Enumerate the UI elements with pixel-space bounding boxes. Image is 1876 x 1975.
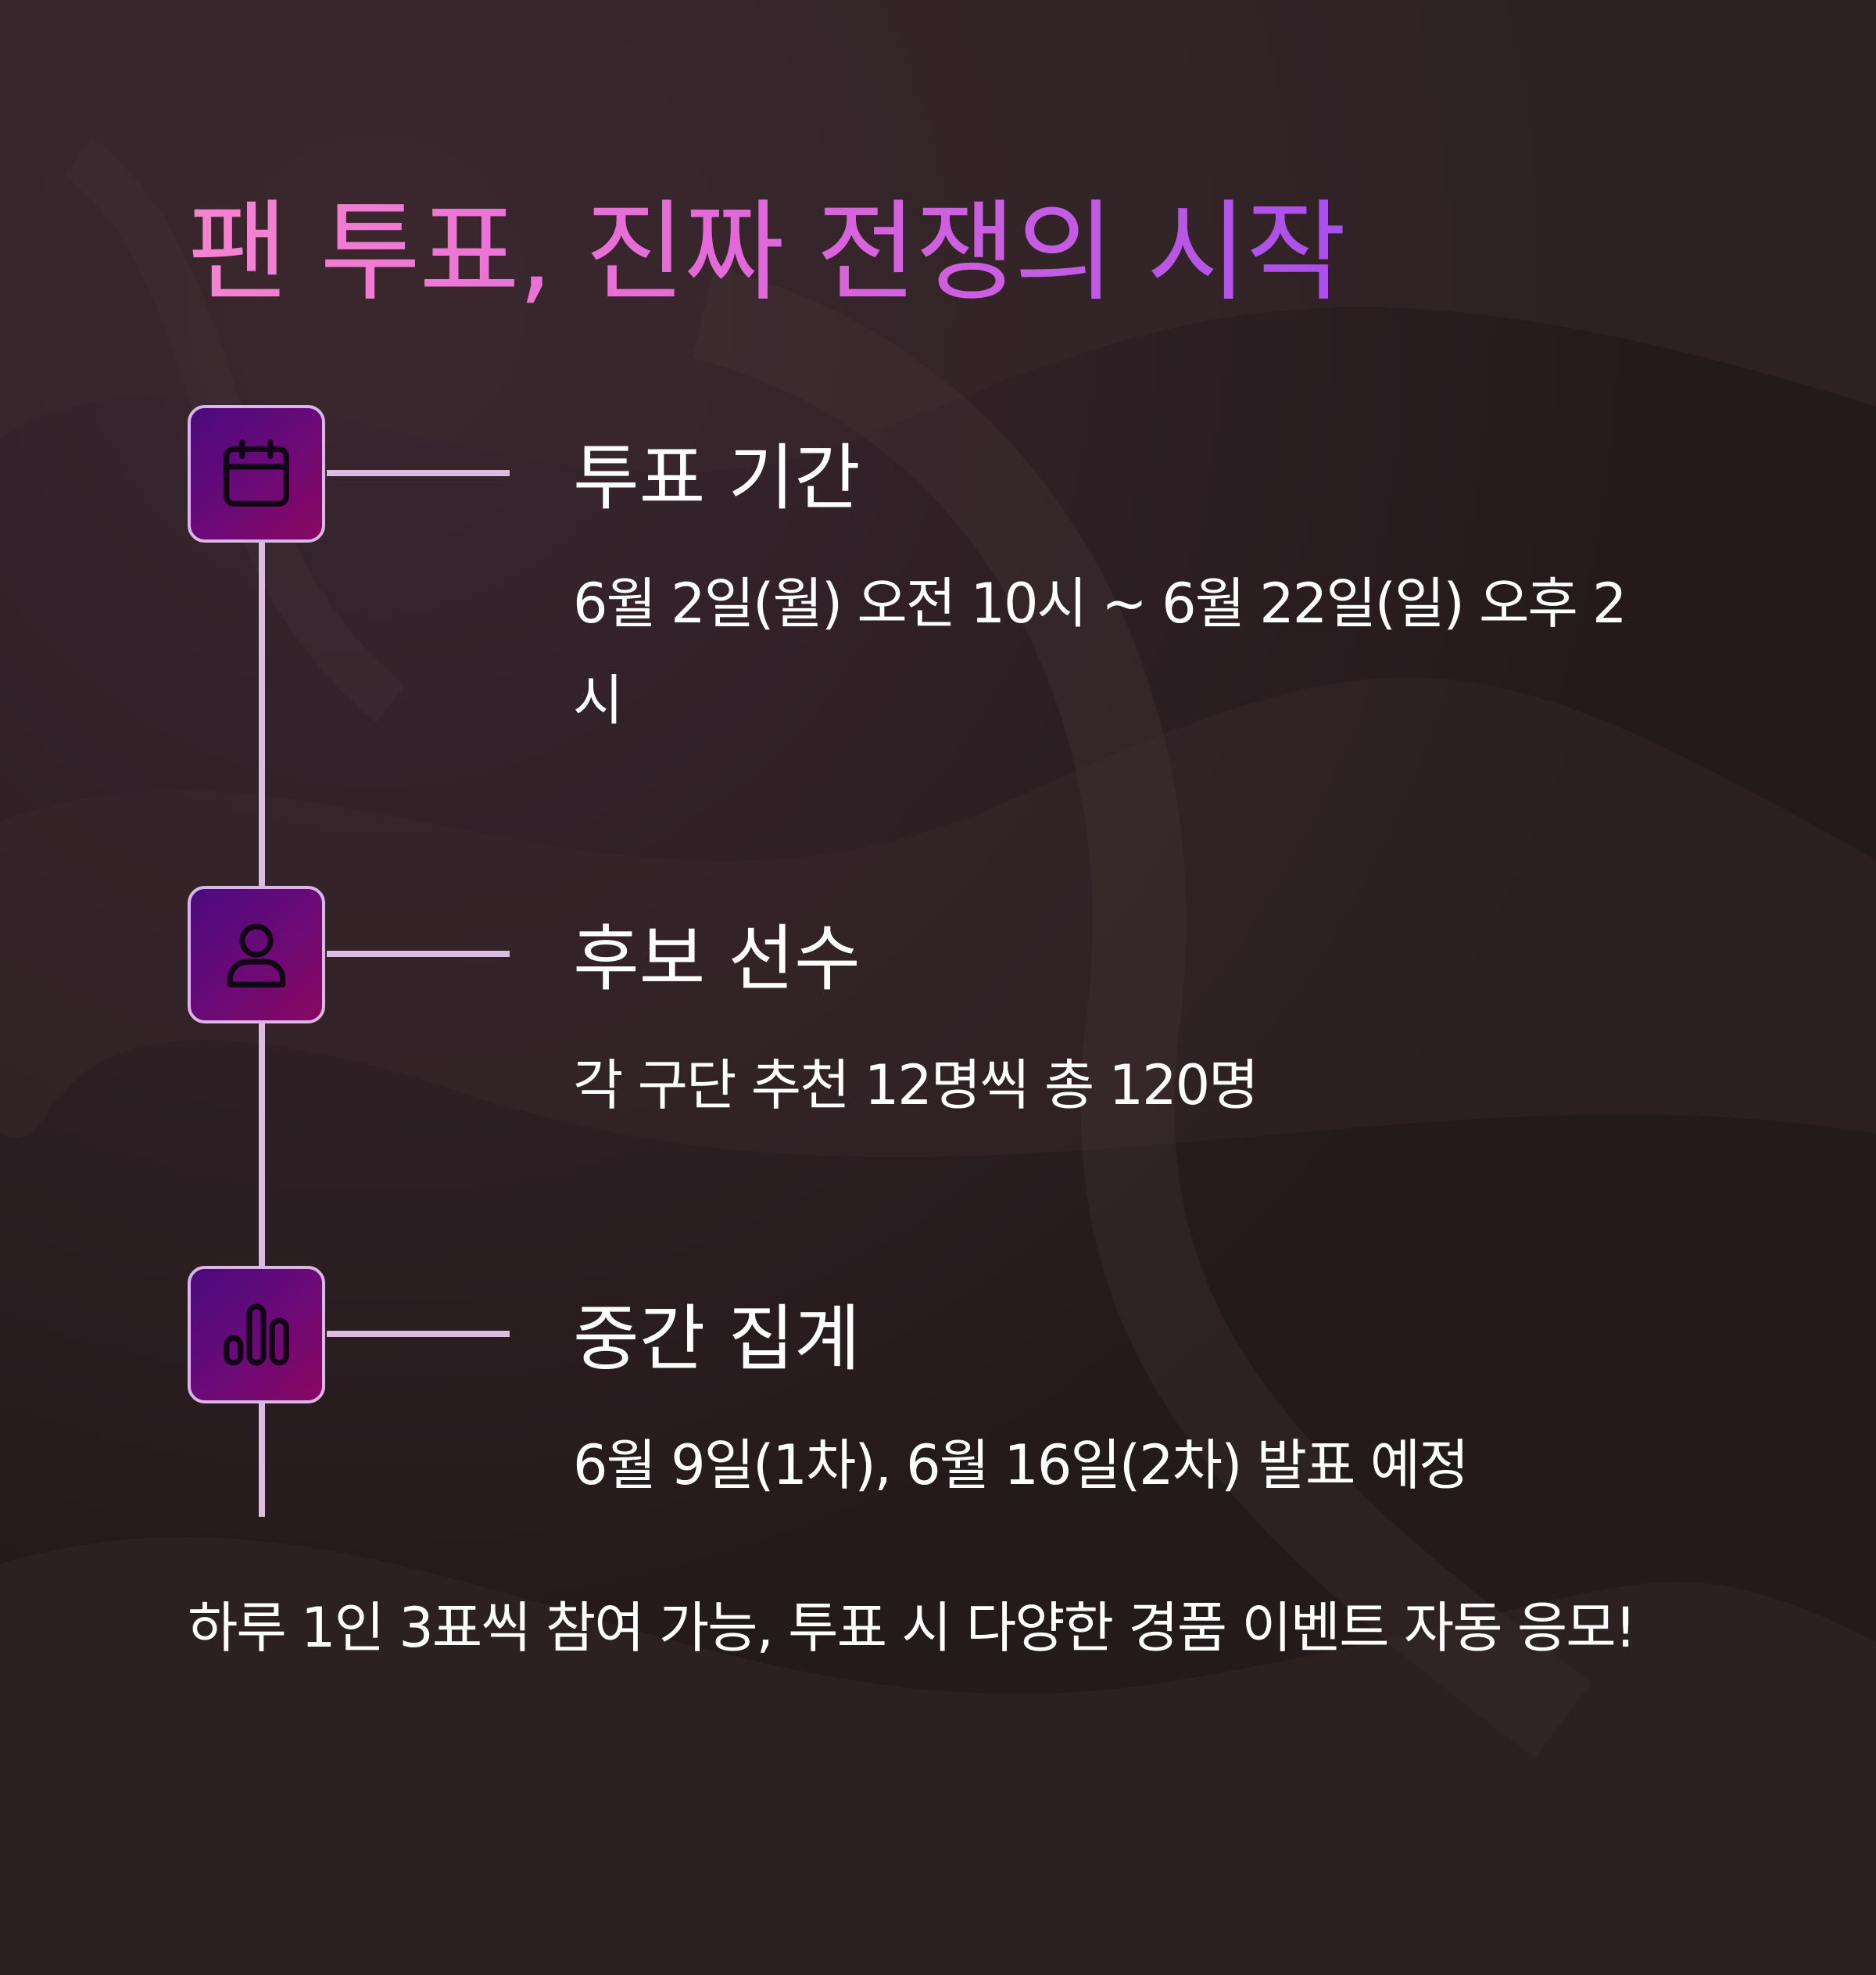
footer-note: 하루 1인 3표씩 참여 가능, 투표 시 다양한 경품 이벤트 자동 응모!: [188, 1596, 1637, 1660]
timeline-line: [259, 543, 265, 1517]
page-title: 팬 투표, 진짜 전쟁의 시작: [188, 164, 1347, 322]
timeline-item-description: 각 구단 추천 12명씩 총 120명: [573, 1053, 1259, 1117]
timeline-item-description: 6월 9일(1차), 6월 16일(2차) 발표 예정: [573, 1433, 1470, 1497]
user-icon: [227, 923, 286, 988]
timeline-item-heading: 투표 기간: [573, 436, 861, 520]
calendar-icon: [224, 439, 289, 507]
timeline-item-voting-period-icon-box: [188, 405, 325, 543]
timeline-item-description: 6월 2일(월) 오전 10시 ~ 6월 22일(일) 오후 2시: [573, 572, 1627, 733]
timeline-item-interim-count-icon-box: [188, 1266, 325, 1403]
timeline-item-heading: 후보 선수: [573, 917, 861, 1001]
timeline-connector: [327, 1331, 510, 1337]
timeline-item-heading: 중간 집계: [573, 1297, 861, 1381]
timeline-item-candidates-icon-box: [188, 886, 325, 1023]
timeline-connector: [327, 951, 510, 957]
bar-chart-icon: [224, 1303, 289, 1366]
timeline-connector: [327, 470, 510, 476]
